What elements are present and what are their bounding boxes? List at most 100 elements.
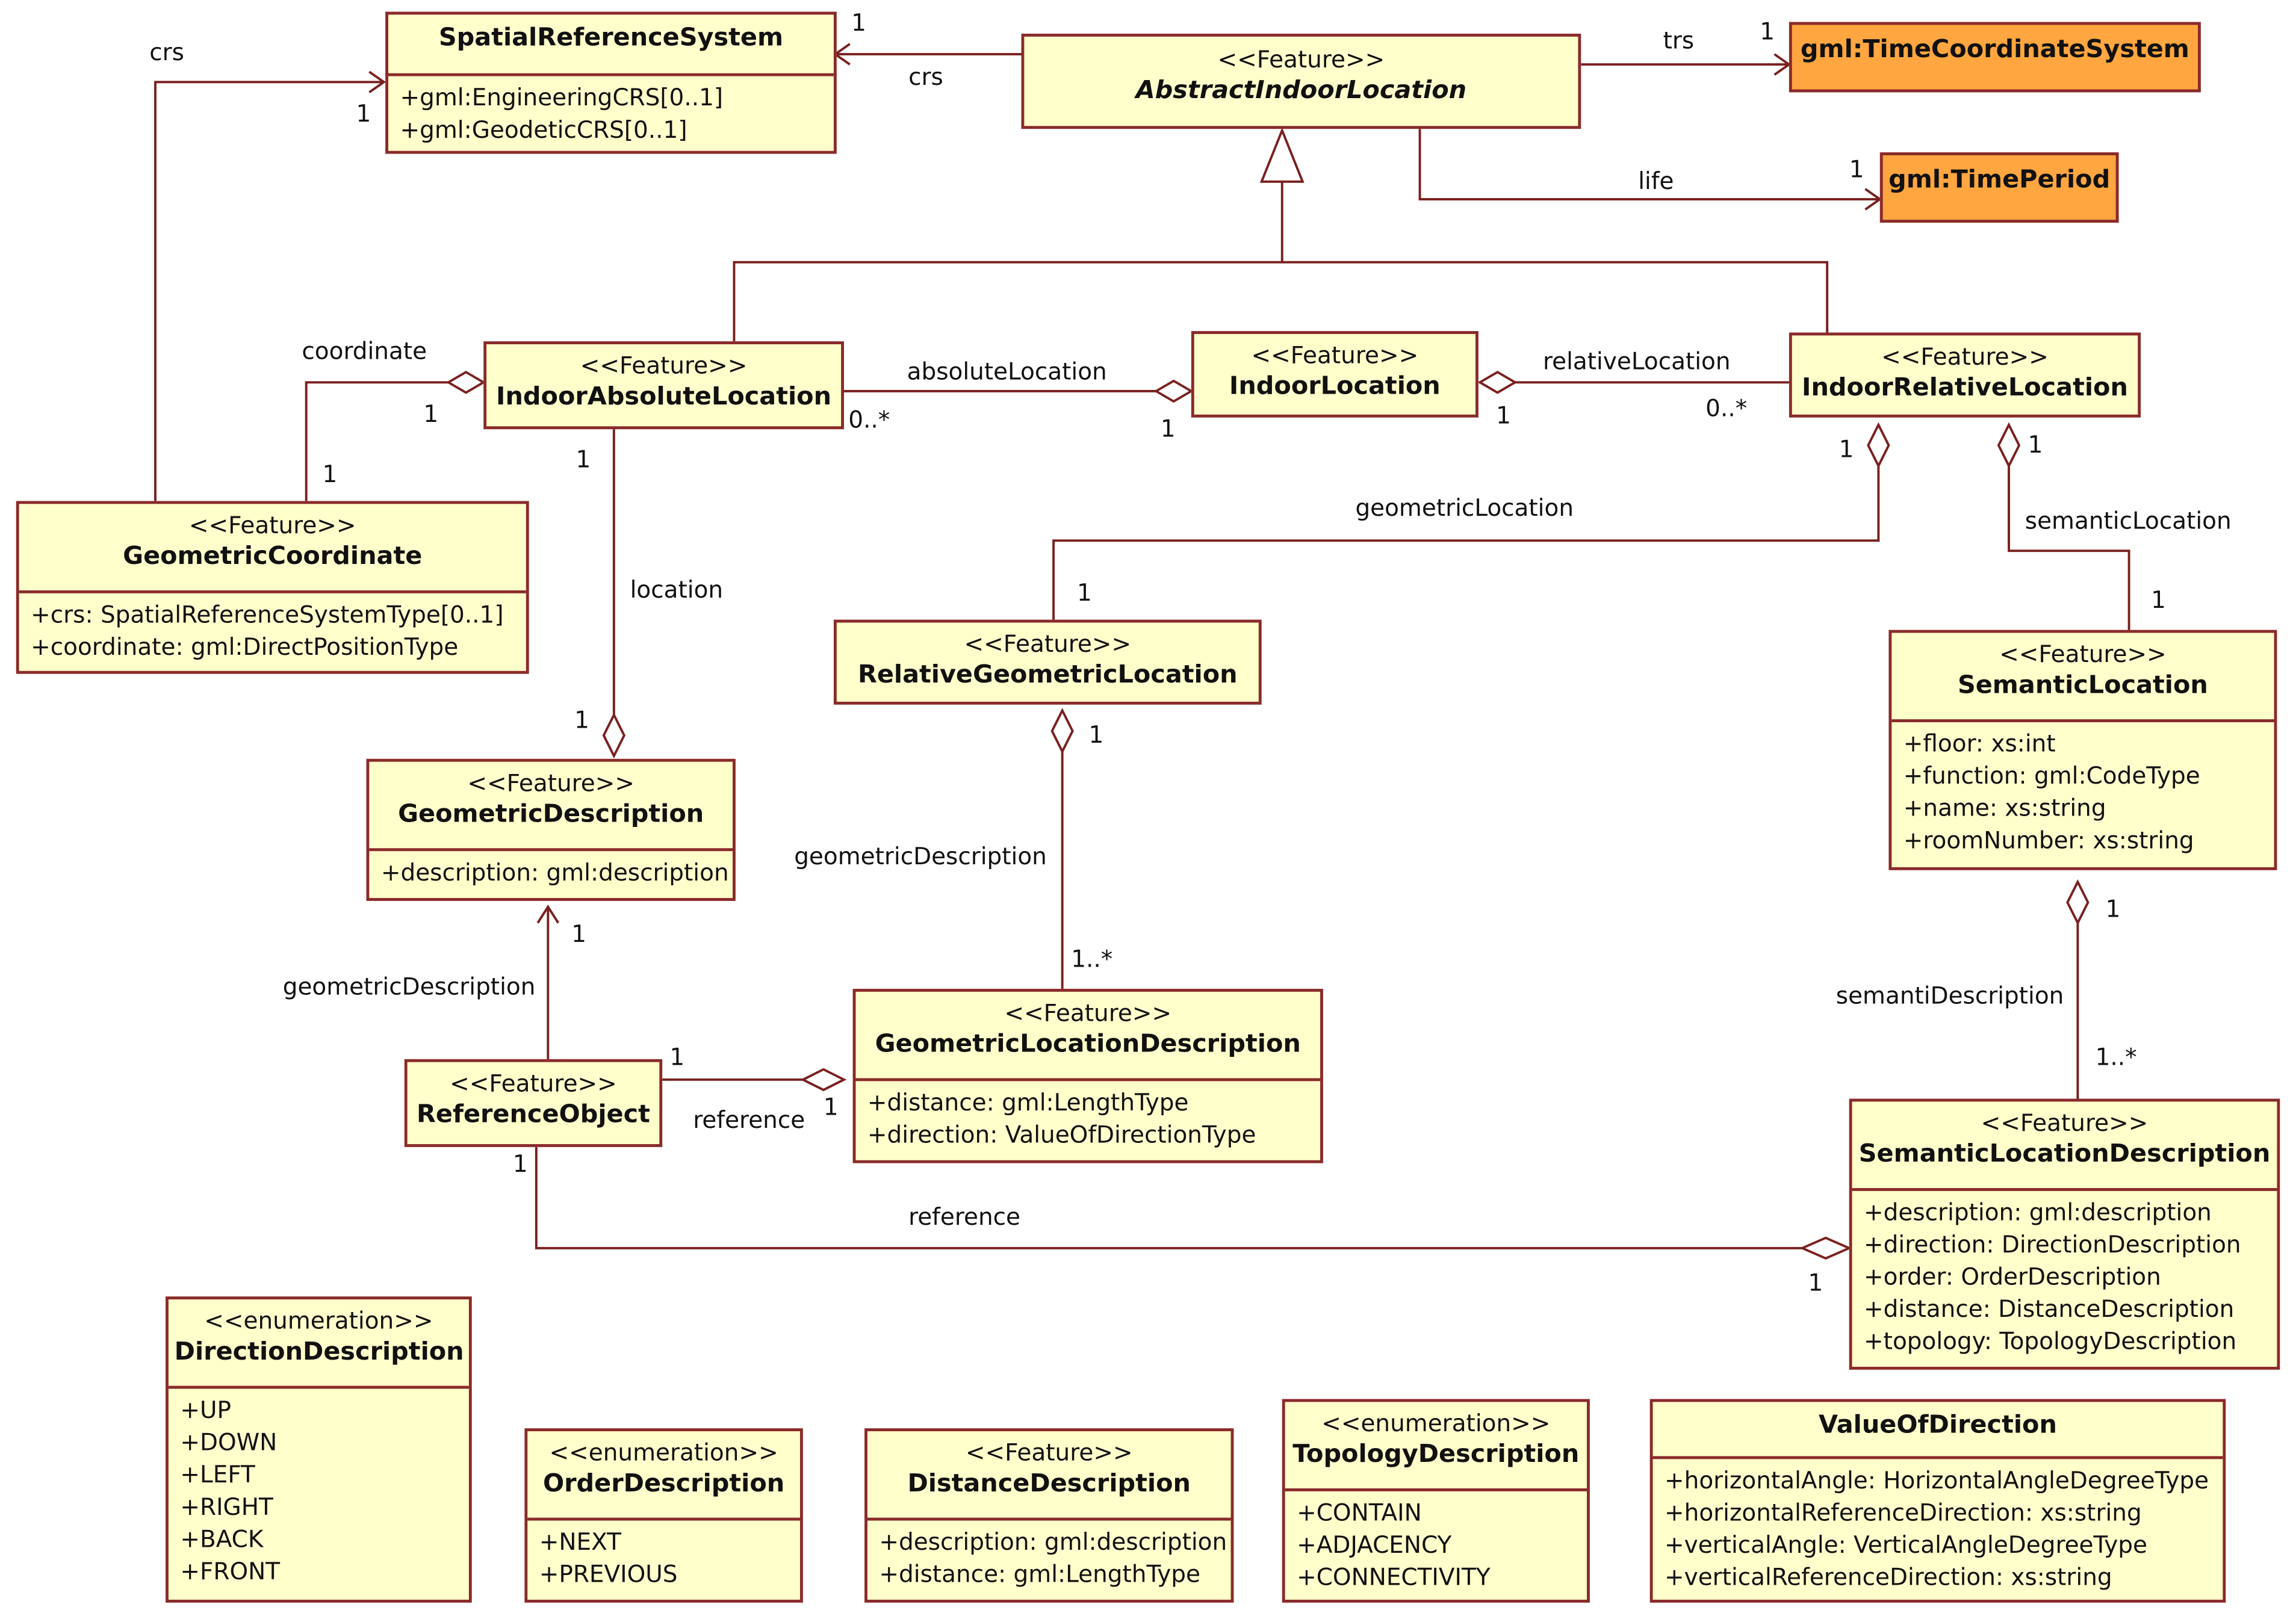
attribute: +order: OrderDescription [1864, 1263, 2161, 1291]
stereotype: <<Feature>> [467, 769, 635, 797]
class-name: RelativeGeometricLocation [857, 660, 1238, 690]
life-multiplicity: 1 [1849, 156, 1864, 184]
attribute: +name: xs:string [1903, 794, 2106, 822]
class-relative-geometric-location: <<Feature>> RelativeGeometricLocation [833, 619, 1262, 705]
semantic-location-diamond [1997, 422, 2021, 469]
semantic-location-multiplicity-part: 1 [2151, 587, 2166, 614]
attribute: +topology: TopologyDescription [1864, 1327, 2237, 1355]
stereotype: <<Feature>> [1217, 45, 1385, 73]
class-name: ReferenceObject [417, 1100, 650, 1130]
generalization-lines [733, 261, 1829, 342]
class-gml-time-period: gml:TimePeriod [1879, 152, 2119, 223]
class-value-of-direction: ValueOfDirection +horizontalAngle: Horiz… [1649, 1399, 2226, 1603]
class-gml-time-coordinate-system: gml:TimeCoordinateSystem [1789, 22, 2201, 93]
attribute: +verticalAngle: VerticalAngleDegreeType [1665, 1531, 2147, 1559]
attribute: +function: gml:CodeType [1903, 761, 2200, 790]
semanti-description-multiplicity-part: 1..* [2096, 1044, 2137, 1071]
life-association [1418, 129, 1880, 200]
class-name: gml:TimePeriod [1888, 166, 2111, 195]
crs-left-arrowhead [368, 70, 386, 93]
attribute: +horizontalReferenceDirection: xs:string [1665, 1498, 2142, 1527]
attribute: +description: gml:description [380, 858, 729, 887]
stereotype: <<Feature>> [1881, 342, 2049, 371]
enum-literal: +UP [180, 1396, 232, 1424]
absolute-location-multiplicity-part: 0..* [848, 407, 890, 434]
enum-literal: +CONTAIN [1297, 1498, 1422, 1527]
location-label: location [630, 577, 724, 604]
reference-long-multiplicity-whole: 1 [1808, 1269, 1823, 1296]
attribute: +coordinate: gml:DirectPositionType [31, 633, 459, 661]
reference-long-association [535, 1147, 1802, 1249]
class-spatial-reference-system: SpatialReferenceSystem +gml:EngineeringC… [385, 11, 837, 154]
reference-long-label: reference [908, 1204, 1020, 1231]
reference-long-diamond [1799, 1236, 1852, 1260]
reference-short-multiplicity-whole: 1 [824, 1094, 839, 1121]
reference-short-diamond [800, 1068, 847, 1092]
geometric-location-association [1052, 466, 1880, 620]
stereotype: <<enumeration>> [1321, 1409, 1551, 1437]
stereotype: <<Feature>> [580, 351, 748, 380]
attribute: +horizontalAngle: HorizontalAngleDegreeT… [1665, 1466, 2209, 1494]
class-name: GeometricDescription [398, 799, 704, 829]
enum-order-description: <<enumeration>> OrderDescription +NEXT +… [524, 1428, 803, 1603]
class-geometric-description: <<Feature>> GeometricDescription +descri… [366, 758, 736, 901]
coordinate-label: coordinate [302, 338, 427, 365]
generalization-triangle [1259, 127, 1305, 183]
attribute: +description: gml:description [1864, 1198, 2212, 1227]
geometric-description-left-multiplicity: 1 [571, 921, 586, 948]
location-diamond [602, 712, 626, 759]
class-name: ValueOfDirection [1818, 1410, 2057, 1440]
class-name: AbstractIndoorLocation [1135, 76, 1467, 106]
stereotype: <<Feature>> [1981, 1109, 2149, 1137]
class-name: SpatialReferenceSystem [438, 23, 784, 53]
class-name: IndoorLocation [1229, 372, 1441, 401]
semantic-location-association [2008, 466, 2130, 630]
class-semantic-location-description: <<Feature>> SemanticLocationDescription … [1849, 1098, 2280, 1370]
semanti-description-diamond [2066, 879, 2090, 926]
coordinate-association [305, 381, 448, 501]
reference-long-multiplicity-part: 1 [513, 1151, 528, 1178]
class-name: SemanticLocationDescription [1858, 1139, 2271, 1169]
class-geometric-location-description: <<Feature>> GeometricLocationDescription… [852, 988, 1323, 1163]
crs-left-label: crs [149, 39, 184, 66]
stereotype: <<enumeration>> [549, 1438, 778, 1467]
coordinate-multiplicity-class: 1 [423, 401, 438, 428]
class-indoor-relative-location: <<Feature>> IndoorRelativeLocation [1789, 332, 2141, 418]
class-semantic-location: <<Feature>> SemanticLocation +floor: xs:… [1888, 630, 2277, 870]
geometric-description-mid-label: geometricDescription [794, 843, 1047, 870]
crs-left-multiplicity: 1 [356, 101, 371, 128]
class-name: DirectionDescription [174, 1337, 464, 1367]
attribute: +description: gml:description [879, 1528, 1227, 1556]
semantic-location-multiplicity-whole: 1 [2028, 432, 2043, 459]
enum-literal: +RIGHT [180, 1493, 273, 1521]
geometric-description-mid-multiplicity-whole: 1 [1088, 722, 1103, 749]
coordinate-diamond [445, 370, 486, 394]
crs-top-label: crs [908, 64, 943, 91]
class-name: IndoorRelativeLocation [1802, 373, 2128, 403]
life-label: life [1638, 168, 1674, 195]
enum-direction-description: <<enumeration>> DirectionDescription +UP… [166, 1296, 472, 1603]
class-name: GeometricLocationDescription [875, 1030, 1301, 1059]
enum-literal: +CONNECTIVITY [1297, 1563, 1491, 1591]
stereotype: <<Feature>> [450, 1069, 617, 1098]
stereotype: <<Feature>> [964, 630, 1132, 658]
enum-literal: +DOWN [180, 1428, 278, 1457]
absolute-location-label: absoluteLocation [907, 358, 1107, 385]
class-name: SemanticLocation [1957, 670, 2208, 701]
class-name: gml:TimeCoordinateSystem [1800, 35, 2189, 65]
class-name: OrderDescription [542, 1469, 785, 1499]
enum-literal: +FRONT [180, 1557, 281, 1585]
class-indoor-absolute-location: <<Feature>> IndoorAbsoluteLocation [483, 341, 844, 430]
enum-literal: +PREVIOUS [539, 1560, 678, 1588]
attribute: +distance: gml:LengthType [879, 1560, 1200, 1588]
geometric-location-multiplicity-part: 1 [1077, 580, 1092, 607]
geometric-location-diamond [1867, 422, 1890, 469]
semantic-location-label: semanticLocation [2025, 508, 2232, 535]
stereotype: <<enumeration>> [204, 1307, 433, 1335]
geometric-description-left-arrowhead [536, 905, 559, 924]
attribute: +roomNumber: xs:string [1903, 826, 2194, 855]
class-name: GeometricCoordinate [123, 542, 423, 572]
coordinate-multiplicity-part: 1 [322, 461, 337, 488]
attribute: +crs: SpatialReferenceSystemType[0..1] [31, 600, 504, 629]
